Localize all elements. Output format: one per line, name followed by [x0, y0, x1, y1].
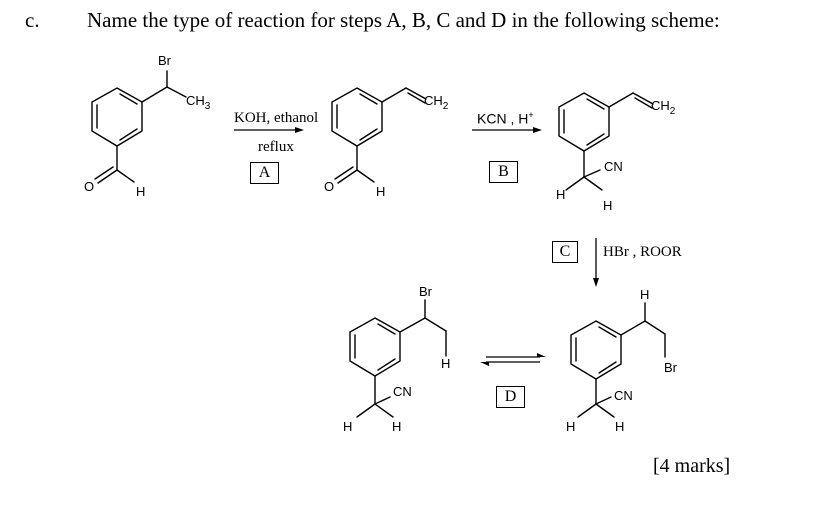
atom-h-3b: H	[603, 198, 612, 213]
arrow-step-a	[234, 127, 304, 133]
atom-br-1: Br	[158, 53, 172, 68]
step-b-box-label: B	[498, 163, 509, 180]
molecule-3	[558, 92, 654, 191]
atom-h-4b: H	[566, 419, 575, 434]
step-a-condition: reflux	[258, 139, 294, 155]
atom-ch2-2: CH2	[424, 93, 449, 112]
atom-ch3-1: CH3	[186, 93, 211, 112]
arrow-step-b	[472, 127, 542, 133]
step-a-box-label: A	[258, 164, 271, 181]
atom-h-5b: H	[343, 419, 352, 434]
step-b-reagent: KCN , H+	[477, 110, 534, 127]
step-b-reagent-text: KCN , H	[477, 110, 529, 127]
molecule-1	[91, 70, 187, 184]
atom-cn-5: CN	[393, 384, 412, 399]
marks-label: [4 marks]	[653, 455, 731, 477]
step-d-box-label: D	[504, 388, 517, 405]
atom-h-3a: H	[556, 187, 565, 202]
step-c-answer-box[interactable]: C	[552, 241, 578, 263]
step-d-answer-box[interactable]: D	[496, 386, 525, 408]
step-b-reagent-sup: +	[528, 110, 534, 120]
molecule-5	[349, 299, 447, 418]
atom-h-1: H	[136, 184, 145, 199]
atom-h-2: H	[376, 184, 385, 199]
atom-h-4c: H	[615, 419, 624, 434]
atom-h-5a: H	[441, 356, 450, 371]
molecule-2	[331, 87, 427, 184]
atom-o-1: O	[84, 179, 94, 194]
question-label: c.	[25, 8, 40, 32]
atom-o-2: O	[324, 179, 334, 194]
question-text: Name the type of reaction for steps A, B…	[87, 8, 720, 32]
atom-cn-4: CN	[614, 388, 633, 403]
atom-cn-3: CN	[604, 159, 623, 174]
step-c-box-label: C	[559, 243, 571, 260]
atom-br-4: Br	[664, 360, 678, 375]
atom-ch2-3: CH2	[651, 98, 676, 117]
step-a-reagent: KOH, ethanol	[234, 110, 319, 126]
arrow-step-c	[593, 238, 599, 287]
atom-h-5c: H	[392, 419, 401, 434]
equilibrium-arrow-step-d	[480, 353, 546, 366]
step-b-answer-box[interactable]: B	[489, 161, 518, 183]
step-c-reagent: HBr , ROOR	[603, 244, 682, 260]
molecule-4	[570, 302, 666, 418]
step-a-answer-box[interactable]: A	[250, 162, 279, 184]
atom-h-4a: H	[640, 287, 649, 302]
atom-br-5: Br	[419, 284, 433, 299]
